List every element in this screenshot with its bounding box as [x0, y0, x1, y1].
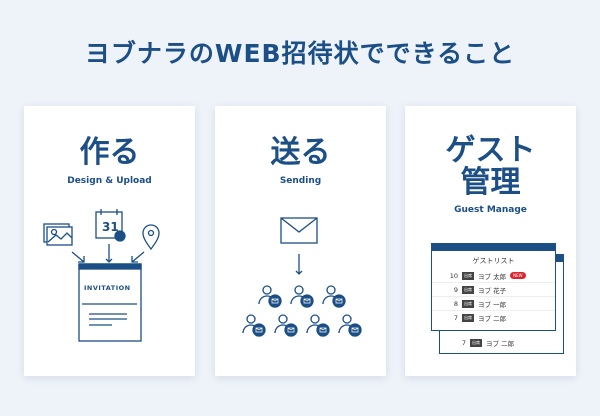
card-heading-line2: 管理	[460, 165, 521, 200]
card-heading-line1: ゲスト	[445, 133, 536, 168]
card-subtitle: Design & Upload	[67, 176, 152, 186]
guest-list-title: ゲストリスト	[472, 257, 515, 265]
person-with-mail-icon	[306, 314, 330, 337]
card-heading: 作る	[79, 135, 140, 170]
person-with-mail-icon	[322, 285, 346, 308]
design-illustration: 31	[43, 209, 160, 342]
card-sending: 送る Sending	[215, 106, 386, 376]
person-with-mail-icon	[258, 285, 282, 308]
card-heading: 送る	[270, 135, 331, 170]
sending-illustration	[242, 217, 362, 337]
location-pin-icon	[142, 224, 160, 251]
card-subtitle: Guest Manage	[454, 205, 527, 215]
people-icons	[242, 285, 362, 337]
envelope-icon	[280, 217, 318, 244]
new-badge: NEW	[510, 272, 526, 279]
invitation-label: INVITATION	[84, 284, 131, 292]
invitation-window-icon	[78, 263, 142, 342]
calendar-icon	[95, 209, 126, 242]
person-with-mail-icon	[274, 314, 298, 337]
page-title: ヨブナラのWEB招待状でできること	[84, 39, 516, 68]
calendar-day: 31	[102, 220, 119, 234]
person-with-mail-icon	[338, 314, 362, 337]
card-subtitle: Sending	[279, 176, 322, 186]
image-icon	[43, 223, 73, 246]
card-design: 作る Design & Upload 31 INVITATION	[24, 106, 195, 376]
person-with-mail-icon	[242, 314, 266, 337]
person-with-mail-icon	[290, 285, 314, 308]
